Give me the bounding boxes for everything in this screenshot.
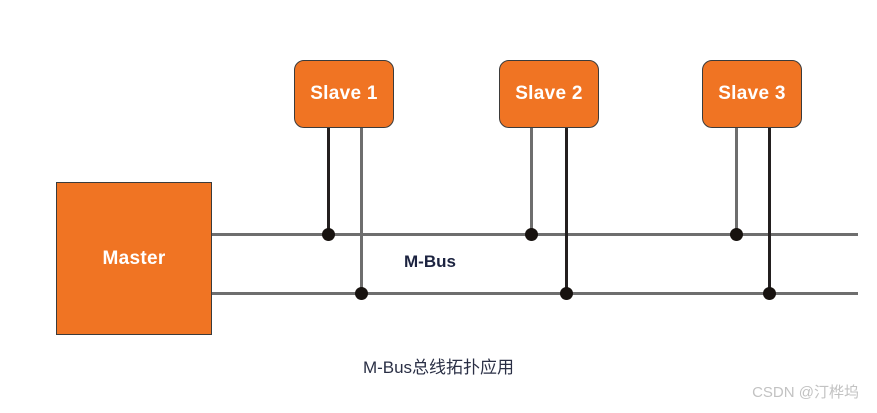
node-slave-2: Slave 2 (499, 60, 599, 128)
junction-dot-slave3-lower (763, 287, 776, 300)
junction-dot-slave2-upper (525, 228, 538, 241)
junction-dot-slave1-lower (355, 287, 368, 300)
drop-line-slave1-lower (360, 127, 363, 294)
node-master-label: Master (102, 247, 166, 269)
drop-line-slave3-upper (735, 127, 738, 235)
junction-dot-slave3-upper (730, 228, 743, 241)
junction-dot-slave1-upper (322, 228, 335, 241)
watermark: CSDN @汀桦坞 (752, 384, 859, 401)
node-slave-3-label: Slave 3 (718, 83, 786, 104)
node-slave-1: Slave 1 (294, 60, 394, 128)
drop-line-slave3-lower (768, 127, 771, 294)
drop-line-slave1-upper (327, 127, 330, 235)
node-slave-3: Slave 3 (702, 60, 802, 128)
bus-line-lower (211, 292, 858, 295)
node-master: Master (56, 182, 212, 335)
bus-label: M-Bus (404, 252, 456, 271)
figure-caption: M-Bus总线拓扑应用 (362, 358, 515, 377)
junction-dot-slave2-lower (560, 287, 573, 300)
drop-line-slave2-upper (530, 127, 533, 235)
drop-line-slave2-lower (565, 127, 568, 294)
node-slave-1-label: Slave 1 (310, 83, 378, 104)
node-slave-2-label: Slave 2 (515, 83, 583, 104)
